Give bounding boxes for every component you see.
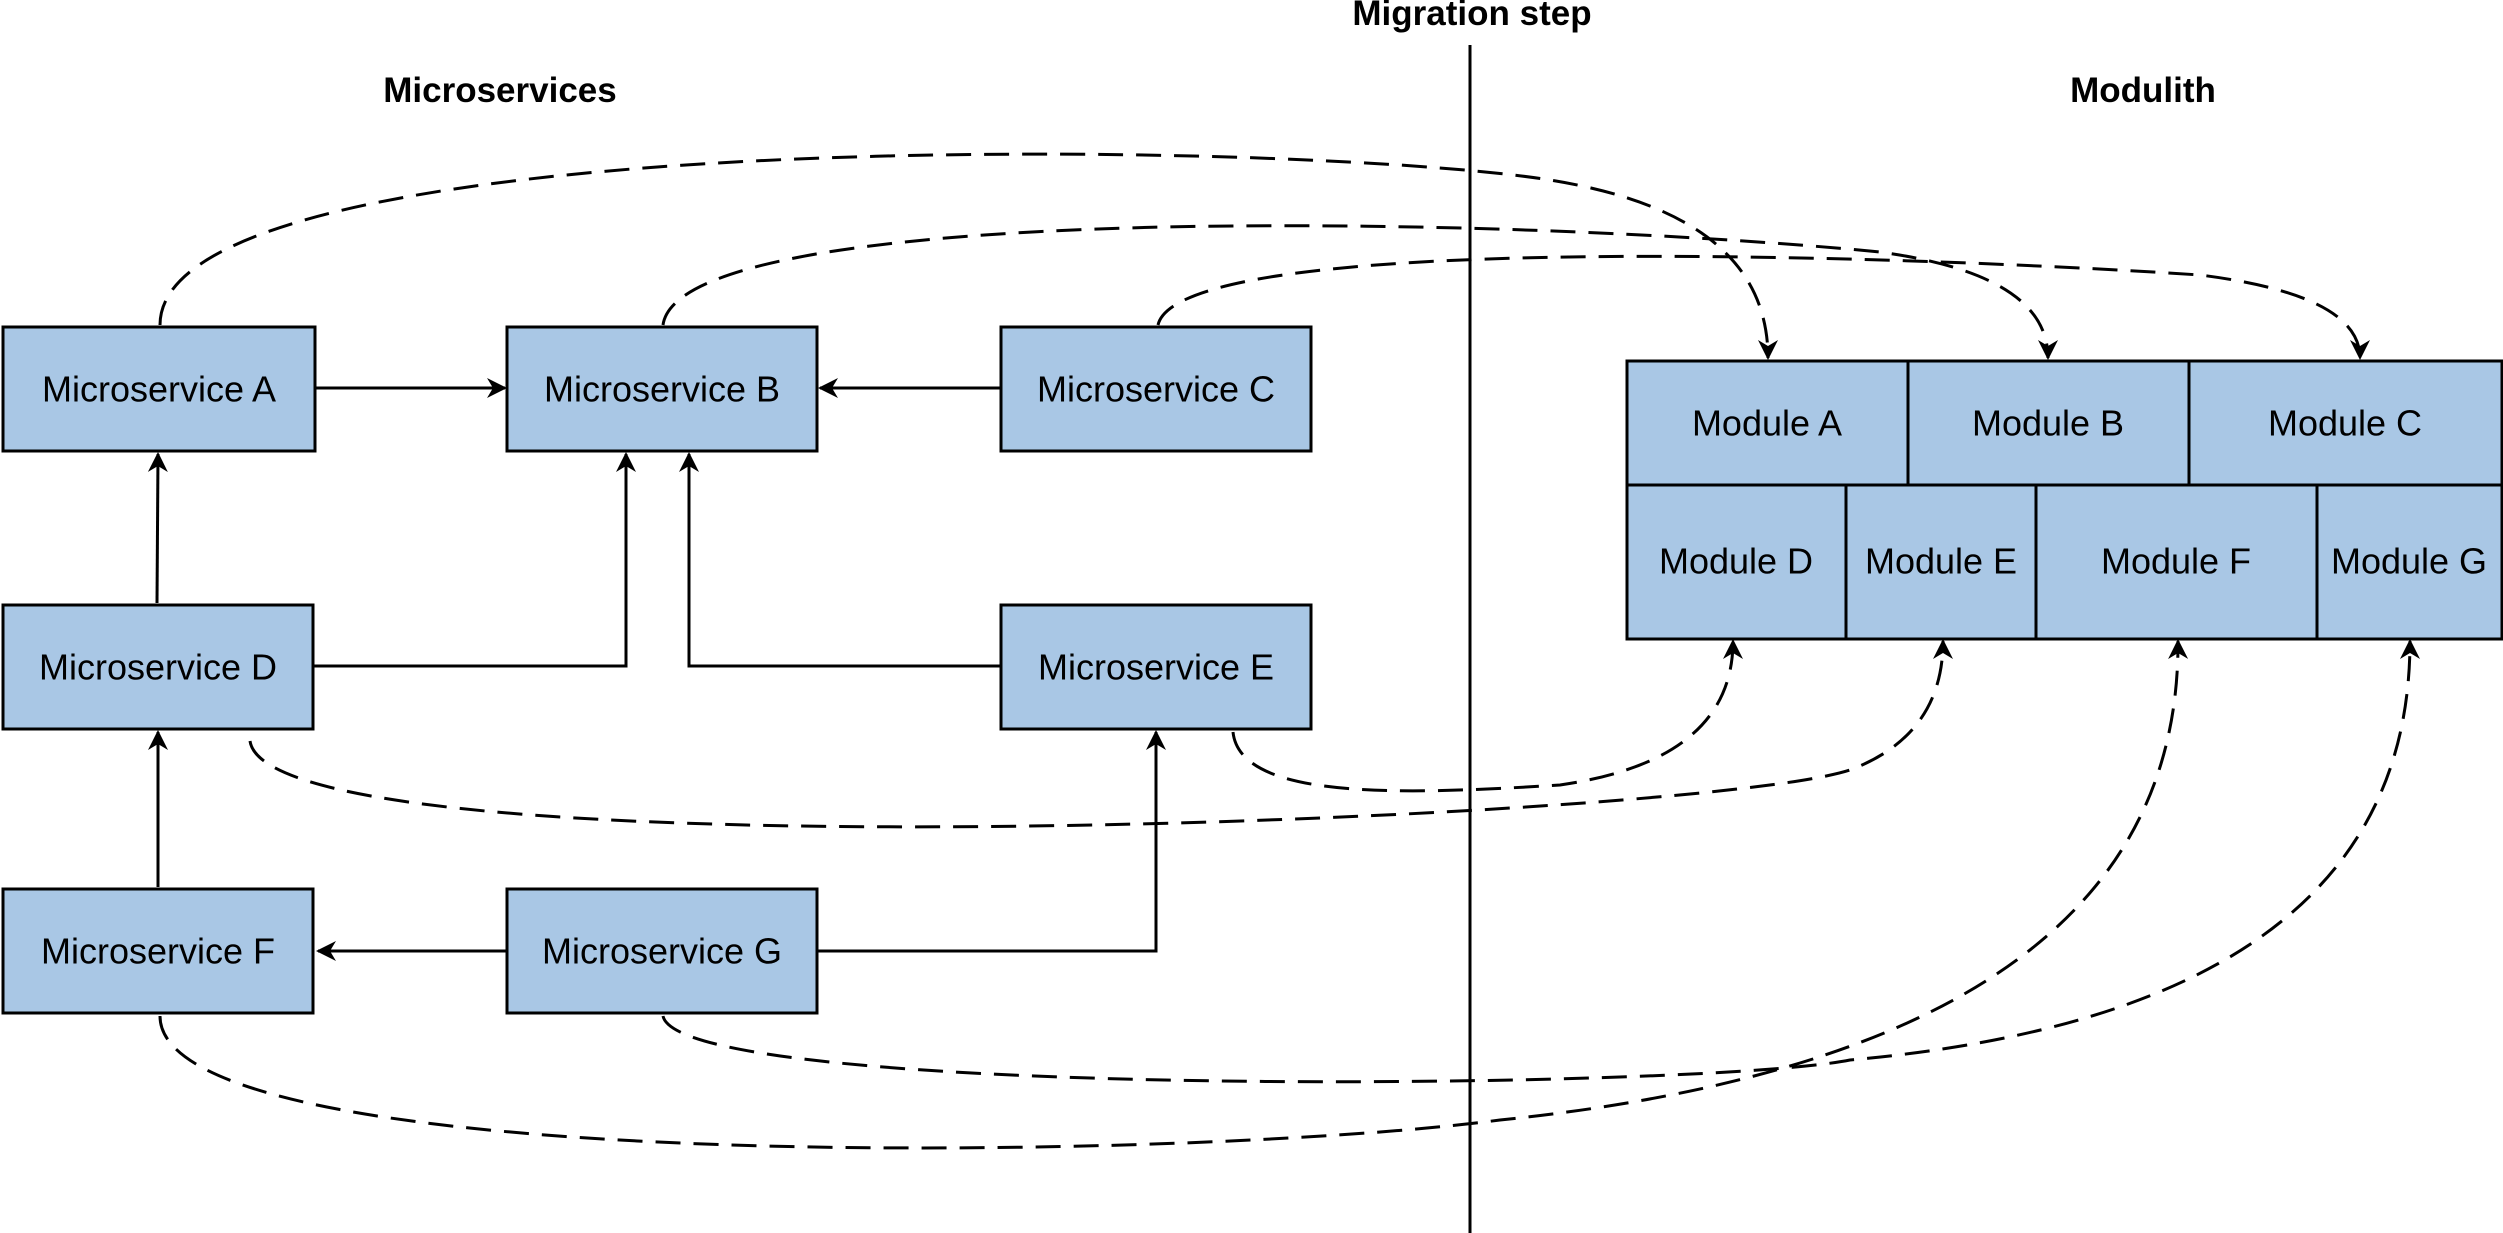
module-g-box — [2315, 483, 2503, 641]
microservice-e-label: Microservice E — [1038, 647, 1274, 688]
edge-d-to-a — [147, 452, 168, 604]
module-d-box — [1625, 483, 1848, 641]
module-b: Module B — [1906, 359, 2191, 487]
microservice-c-box — [999, 325, 1313, 453]
module-c: Module C — [2187, 359, 2503, 487]
edge-e-to-b — [679, 452, 1000, 668]
migration-c-to-module-c — [1156, 254, 2370, 360]
migration-a-to-module-a — [158, 152, 1778, 360]
migration-g-to-module-f — [661, 639, 2420, 1084]
module-e-label: Module E — [1865, 541, 2017, 582]
migration-b-to-module-b — [661, 224, 2058, 360]
microservice-b-box — [505, 325, 819, 453]
microservice-b-label: Microservice B — [544, 369, 780, 410]
microservice-f: Microservice F — [1, 887, 315, 1015]
module-c-label: Module C — [2268, 403, 2422, 444]
module-f-box — [2034, 483, 2319, 641]
microservice-c: Microservice C — [999, 325, 1313, 453]
microservice-a-box — [1, 325, 317, 453]
modulith-heading: Modulith — [2070, 71, 2216, 110]
microservice-g-label: Microservice G — [542, 931, 782, 972]
migration-d-to-module-e — [248, 639, 1953, 829]
microservices-heading: Microservices — [383, 71, 616, 110]
microservice-b: Microservice B — [505, 325, 819, 453]
migration-edges — [158, 152, 2420, 1150]
microservice-g-box — [505, 887, 819, 1015]
module-e: Module E — [1844, 483, 2038, 641]
microservice-d-box — [1, 603, 315, 731]
edge-g-to-e — [817, 730, 1166, 953]
module-d-label: Module D — [1659, 541, 1813, 582]
microservice-e-box — [999, 603, 1313, 731]
microservice-c-label: Microservice C — [1037, 369, 1275, 410]
microservice-d: Microservice D — [1, 603, 315, 731]
module-g-label: Module G — [2331, 541, 2487, 582]
migration-f-to-module-g — [158, 639, 2189, 1150]
module-a: Module A — [1625, 359, 1910, 487]
microservice-f-box — [1, 887, 315, 1015]
module-g: Module G — [2315, 483, 2503, 641]
dependency-edges — [147, 378, 1166, 961]
microservice-f-label: Microservice F — [41, 931, 275, 972]
microservice-a: Microservice A — [1, 325, 317, 453]
module-f-label: Module F — [2101, 541, 2251, 582]
module-b-box — [1906, 359, 2191, 487]
modulith-block: Module A Module B Module C Module D Modu… — [1625, 359, 2503, 641]
microservice-e: Microservice E — [999, 603, 1313, 731]
module-a-label: Module A — [1692, 403, 1842, 444]
module-f: Module F — [2034, 483, 2319, 641]
module-d: Module D — [1625, 483, 1848, 641]
microservice-a-label: Microservice A — [42, 369, 276, 410]
microservice-g: Microservice G — [505, 887, 819, 1015]
edge-d-to-b — [313, 452, 636, 668]
module-b-label: Module B — [1972, 403, 2124, 444]
microservice-d-label: Microservice D — [39, 647, 277, 688]
migration-step-heading: Migration step — [1352, 0, 1591, 33]
